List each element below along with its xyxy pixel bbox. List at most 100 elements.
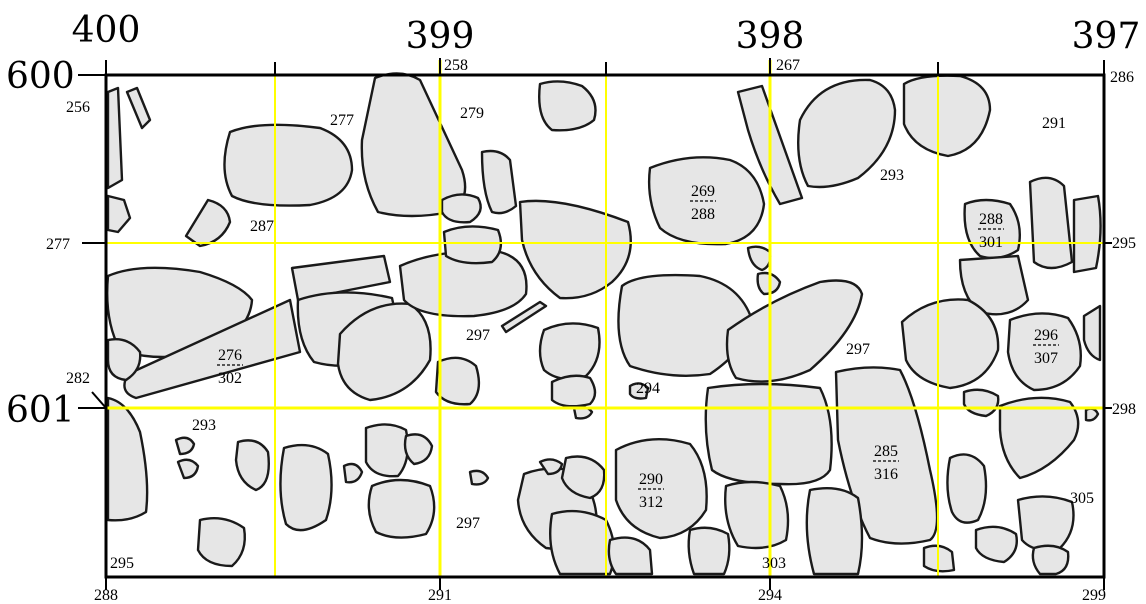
- stone: [560, 455, 606, 500]
- svg-text:312: 312: [639, 494, 663, 511]
- stone: [746, 245, 772, 272]
- stone: [900, 298, 1000, 390]
- interior-elevations: 277 279 291 293 287 297 297 294 293 297 …: [110, 105, 1094, 572]
- stone-elevation-285-316: 285 316: [873, 443, 899, 483]
- grid-label-600: 600: [6, 56, 75, 97]
- stone: [367, 478, 436, 539]
- stone: [1031, 544, 1070, 576]
- stone: [628, 382, 650, 400]
- grid-label-398: 398: [736, 16, 805, 57]
- stone-elevation-269-288: 269 288: [690, 183, 716, 223]
- svg-text:307: 307: [1034, 350, 1058, 367]
- elev-top-left: 256: [66, 99, 90, 116]
- elev-point: 287: [250, 218, 274, 235]
- stone-elevation-288-301: 288 301: [978, 211, 1004, 251]
- stone: [974, 525, 1018, 564]
- stone: [176, 458, 200, 480]
- elev-bottom-right: 299: [1082, 587, 1106, 604]
- stone: [290, 254, 392, 302]
- elev-right-mid: 295: [1112, 235, 1136, 252]
- elev-point: 297: [846, 341, 870, 358]
- stone-elevation-290-312: 290 312: [638, 471, 664, 511]
- elev-point: 277: [330, 112, 354, 129]
- elev-point: 297: [456, 515, 480, 532]
- stone: [442, 225, 503, 265]
- stone: [962, 388, 1000, 418]
- stone: [403, 433, 434, 466]
- stone: [1084, 407, 1100, 422]
- elev-point: 294: [636, 380, 660, 397]
- svg-text:269: 269: [691, 183, 715, 200]
- grid-coordinate-labels: 400 399 398 397 600 601 277: [6, 10, 1140, 431]
- stone: [360, 72, 467, 218]
- svg-text:288: 288: [979, 211, 1003, 228]
- svg-text:288: 288: [691, 206, 715, 223]
- elev-top-right: 286: [1110, 69, 1134, 86]
- elev-point: 295: [110, 555, 134, 572]
- svg-text:301: 301: [979, 234, 1003, 251]
- stone: [725, 279, 864, 383]
- elev-bottom-398: 294: [758, 587, 782, 604]
- elev-top-399: 258: [444, 57, 468, 74]
- stone: [106, 396, 149, 522]
- stone: [538, 458, 564, 476]
- frame-elevations: 256 258 267 286 295 298 282 288 291 294 …: [66, 57, 1136, 604]
- elev-point: 305: [1070, 490, 1094, 507]
- stone: [106, 194, 132, 234]
- stone-elevation-276-302: 276 302: [217, 347, 243, 387]
- stone: [342, 462, 364, 484]
- stone: [724, 480, 790, 550]
- stone: [518, 199, 632, 300]
- stone: [336, 302, 432, 402]
- stone: [125, 86, 152, 130]
- stone: [1016, 495, 1075, 551]
- stone: [500, 300, 548, 334]
- stone: [223, 123, 354, 207]
- elev-point: 279: [460, 105, 484, 122]
- stone: [1082, 304, 1102, 362]
- stone: [687, 526, 731, 576]
- elev-point: 297: [466, 327, 490, 344]
- elev-right-601: 298: [1112, 401, 1136, 418]
- stones-layer: [106, 72, 1102, 576]
- elev-bottom-399: 291: [428, 587, 452, 604]
- stone: [106, 86, 124, 190]
- stone: [550, 374, 597, 408]
- stone: [184, 198, 232, 248]
- grid-label-277: 277: [46, 236, 70, 253]
- elev-point: 303: [762, 555, 786, 572]
- grid-label-601: 601: [6, 390, 75, 431]
- stone: [174, 436, 196, 456]
- elev-left-601: 282: [66, 370, 90, 387]
- svg-text:276: 276: [218, 347, 242, 364]
- stone: [538, 80, 597, 132]
- stone: [434, 356, 481, 406]
- grid-label-399: 399: [406, 16, 475, 57]
- stone: [998, 396, 1080, 480]
- stone: [440, 193, 482, 224]
- stone: [607, 536, 654, 576]
- stone: [902, 74, 992, 158]
- stone: [279, 443, 333, 532]
- stone: [1028, 176, 1074, 270]
- svg-text:285: 285: [874, 443, 898, 460]
- elev-top-398: 267: [776, 57, 800, 74]
- stone: [549, 509, 616, 576]
- stone: [614, 438, 708, 540]
- stone: [797, 78, 897, 189]
- stone: [1072, 194, 1102, 274]
- grid-label-400: 400: [72, 10, 141, 51]
- elev-point: 293: [880, 167, 904, 184]
- svg-text:296: 296: [1034, 327, 1058, 344]
- grid-lines: [106, 60, 1104, 577]
- elev-point: 293: [192, 417, 216, 434]
- stone: [468, 469, 490, 486]
- stone: [805, 487, 864, 576]
- stone: [480, 149, 518, 215]
- stone: [946, 453, 988, 524]
- stone: [1006, 312, 1082, 392]
- elev-bottom-left: 288: [94, 587, 118, 604]
- grid-label-397: 397: [1072, 16, 1141, 57]
- stone-elevation-labels: 269 288 288 301 276 302 296 307 290 312 …: [217, 183, 1059, 511]
